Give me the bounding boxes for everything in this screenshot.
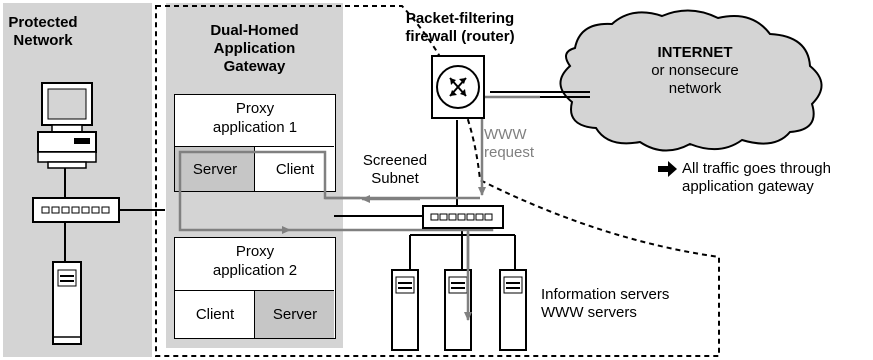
note-text: All traffic goes through application gat… [682,160,831,195]
servers-label: Information servers WWW servers [541,286,670,321]
gateway-title: Dual-Homed Application Gateway [210,22,299,75]
info-server-1-icon [391,269,419,351]
proxy1-server-label: Server [192,161,238,178]
note-arrow-icon [658,161,677,177]
proxy1-server-cell [175,146,255,191]
proxy2-server-label: Server [272,306,318,323]
protected-hub-icon [32,197,120,223]
info-server-3-icon [499,269,527,351]
screened-subnet-label: Screened Subnet [362,152,428,187]
proxy2-server-cell [255,290,334,338]
protected-network-title: Protected Network [8,14,78,49]
internet-label: INTERNET or nonsecure network [600,44,790,98]
screened-hub-icon [422,205,504,229]
proxy-app-2-label: Proxy application 2 [212,243,298,279]
proxy1-client-label: Client [275,161,315,178]
proxy2-client-cell [175,290,255,338]
router-icon [431,55,485,119]
internet-cloud [559,9,823,152]
desktop-computer-icon [37,82,97,169]
www-request-label: WWW request [484,126,535,161]
internet-title: INTERNET [657,44,733,61]
proxy-app-1-label: Proxy application 1 [212,100,298,136]
proxy2-client-label: Client [195,306,235,323]
firewall-title: Packet-filtering firewall (router) [405,10,515,45]
protected-server-icon [52,261,82,345]
proxy1-client-cell [255,146,334,191]
info-server-2-icon [444,269,472,351]
